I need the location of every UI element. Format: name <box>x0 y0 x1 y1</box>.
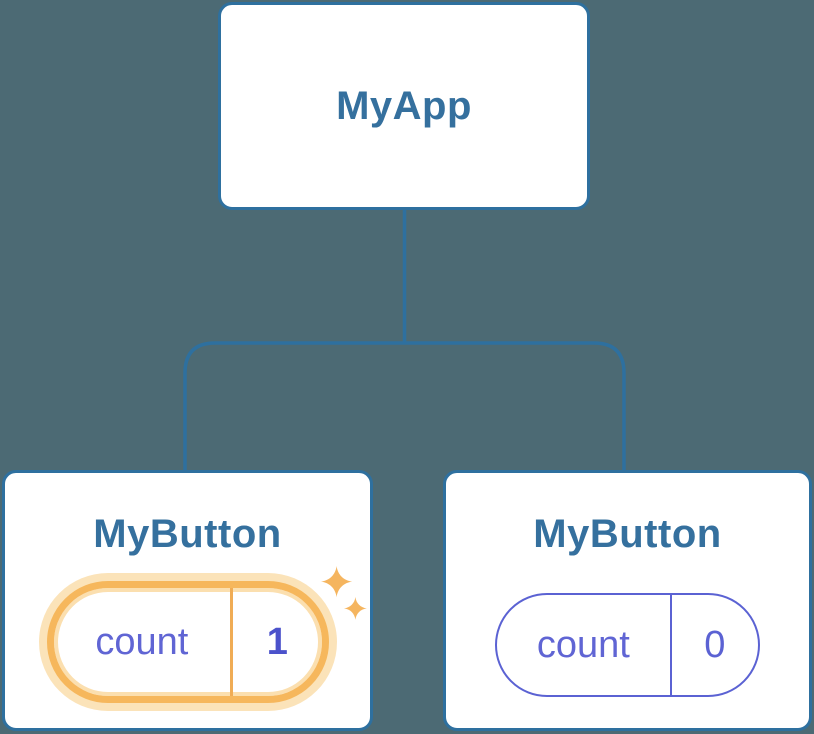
sparkle-small-icon <box>344 597 367 620</box>
state-name: count <box>536 623 630 666</box>
sparkle-large-icon <box>321 566 353 598</box>
connector-branch <box>183 341 626 470</box>
state-name: count <box>95 620 189 663</box>
component-name-root: MyApp <box>336 84 472 128</box>
sparkle-icon <box>321 566 367 620</box>
state-value: 0 <box>704 623 726 666</box>
state-pill-updated: count 1 <box>46 581 329 703</box>
component-card-child-updated: MyButton count 1 <box>2 470 373 731</box>
state-pill-divider <box>230 588 234 696</box>
component-name-child-updated: MyButton <box>93 512 282 556</box>
component-name-child-normal: MyButton <box>533 512 722 556</box>
state-pill-normal: count 0 <box>495 593 760 697</box>
state-value: 1 <box>266 620 288 663</box>
component-card-root: MyApp <box>218 2 590 210</box>
state-pill-divider <box>669 595 672 695</box>
component-card-child-normal: MyButton count 0 <box>443 470 812 731</box>
